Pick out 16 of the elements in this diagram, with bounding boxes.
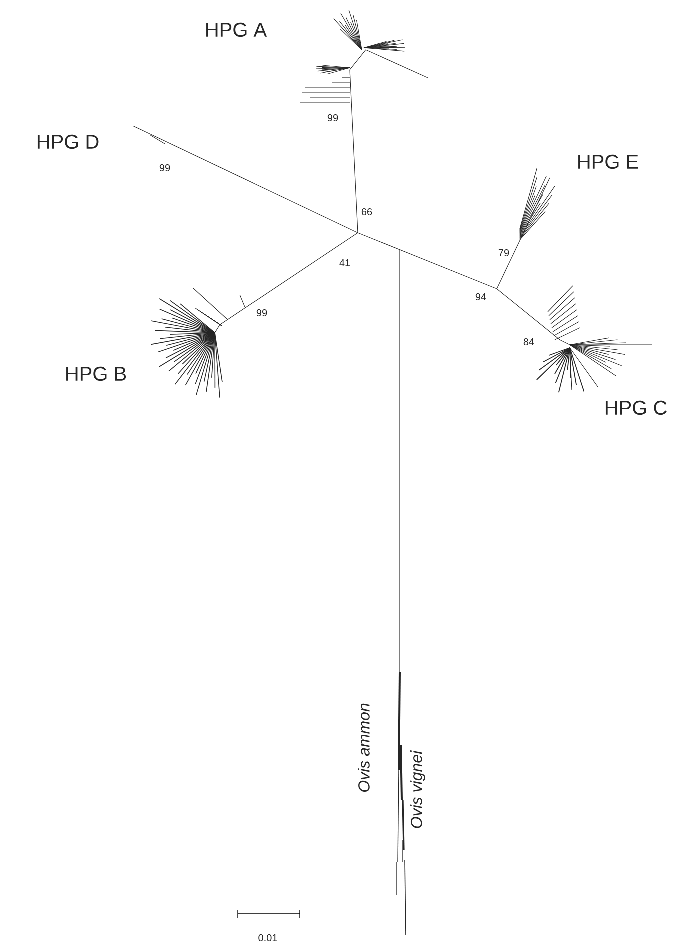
clade-label: HPG B <box>66 366 126 382</box>
bootstrap-value: 94 <box>476 293 486 301</box>
bootstrap-value: 41 <box>340 260 350 266</box>
bootstrap-value: 84 <box>524 338 534 346</box>
scale-label: 0.01 <box>258 934 278 942</box>
bootstrap-value: 79 <box>498 249 510 257</box>
bootstrap-value: 66 <box>362 208 372 216</box>
clade-label: HPG D <box>38 134 99 150</box>
bootstrap-value: 99 <box>256 309 268 317</box>
clade-label: HPG E <box>578 154 638 170</box>
species-label: Ovis vignei <box>410 750 426 828</box>
species-label: Ovis ammon <box>358 704 370 792</box>
bootstrap-value: 99 <box>160 164 170 172</box>
bootstrap-value: 99 <box>328 114 338 122</box>
clade-label: HPG C <box>606 400 667 416</box>
clade-label: HPG A <box>206 22 268 38</box>
